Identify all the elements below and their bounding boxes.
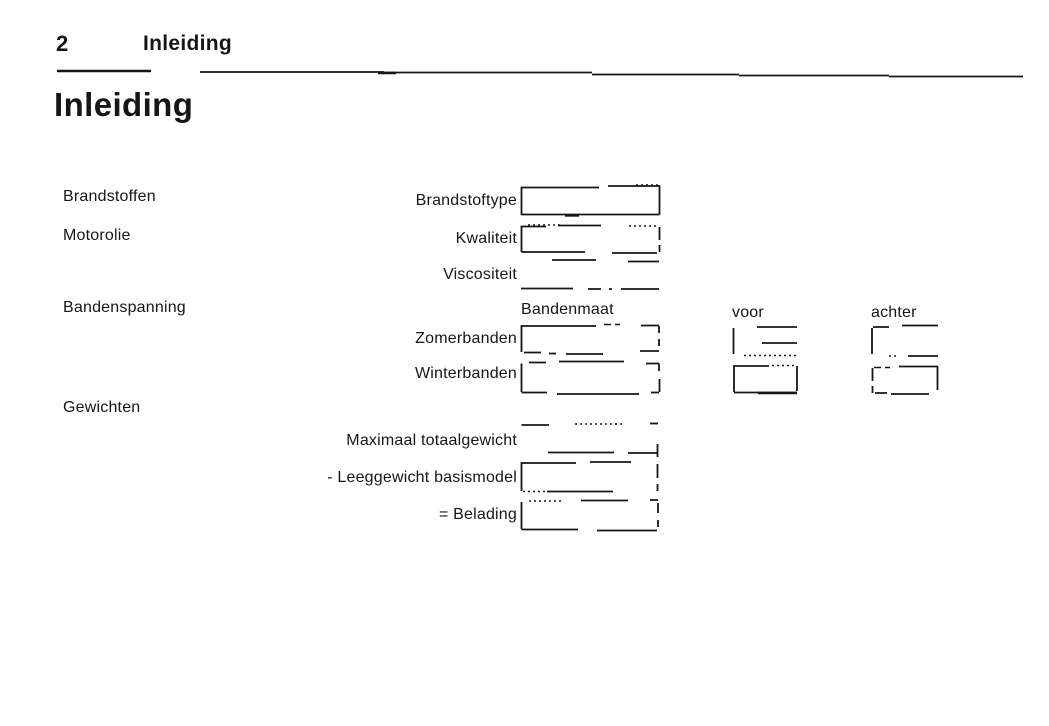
field-label-winterbanden: Winterbanden <box>414 365 517 382</box>
column-header-achter: achter <box>871 304 917 321</box>
field-box-zomerbanden-bandenmaat <box>520 323 660 355</box>
section-label-brandstoffen: Brandstoffen <box>63 188 156 205</box>
field-box-zomerbanden-achter <box>871 324 938 357</box>
page-number: 2 <box>56 31 69 56</box>
field-box-brandstoftype <box>520 184 661 217</box>
column-header-voor: voor <box>732 304 764 321</box>
field-box-winterbanden-achter <box>871 365 939 395</box>
section-label-bandenspanning: Bandenspanning <box>63 299 186 316</box>
field-label-belading: = Belading <box>438 506 517 523</box>
section-label-gewichten: Gewichten <box>63 399 141 416</box>
field-label-viscositeit: Viscositeit <box>443 266 517 283</box>
running-header-title: Inleiding <box>143 32 233 55</box>
field-box-belading <box>520 499 659 532</box>
section-label-motorolie: Motorolie <box>63 227 131 244</box>
field-label-leeggewicht-basismodel: - Leeggewicht basismodel <box>327 469 517 486</box>
field-box-winterbanden-bandenmaat <box>520 360 661 395</box>
page-title: Inleiding <box>54 86 194 123</box>
field-box-winterbanden-voor <box>733 364 798 395</box>
header-rule <box>57 69 1023 78</box>
column-header-bandenmaat: Bandenmaat <box>521 301 614 318</box>
field-label-maximaal-totaalgewicht: Maximaal totaalgewicht <box>346 432 517 449</box>
field-box-kwaliteit <box>520 224 661 254</box>
field-box-maximaal-totaalgewicht <box>521 422 659 457</box>
field-box-viscositeit <box>521 259 659 290</box>
field-label-kwaliteit: Kwaliteit <box>455 230 517 247</box>
field-label-zomerbanden: Zomerbanden <box>415 330 517 347</box>
field-box-leeggewicht-basismodel <box>520 461 659 493</box>
field-label-brandstoftype: Brandstoftype <box>415 192 517 209</box>
field-box-zomerbanden-voor <box>732 326 797 357</box>
